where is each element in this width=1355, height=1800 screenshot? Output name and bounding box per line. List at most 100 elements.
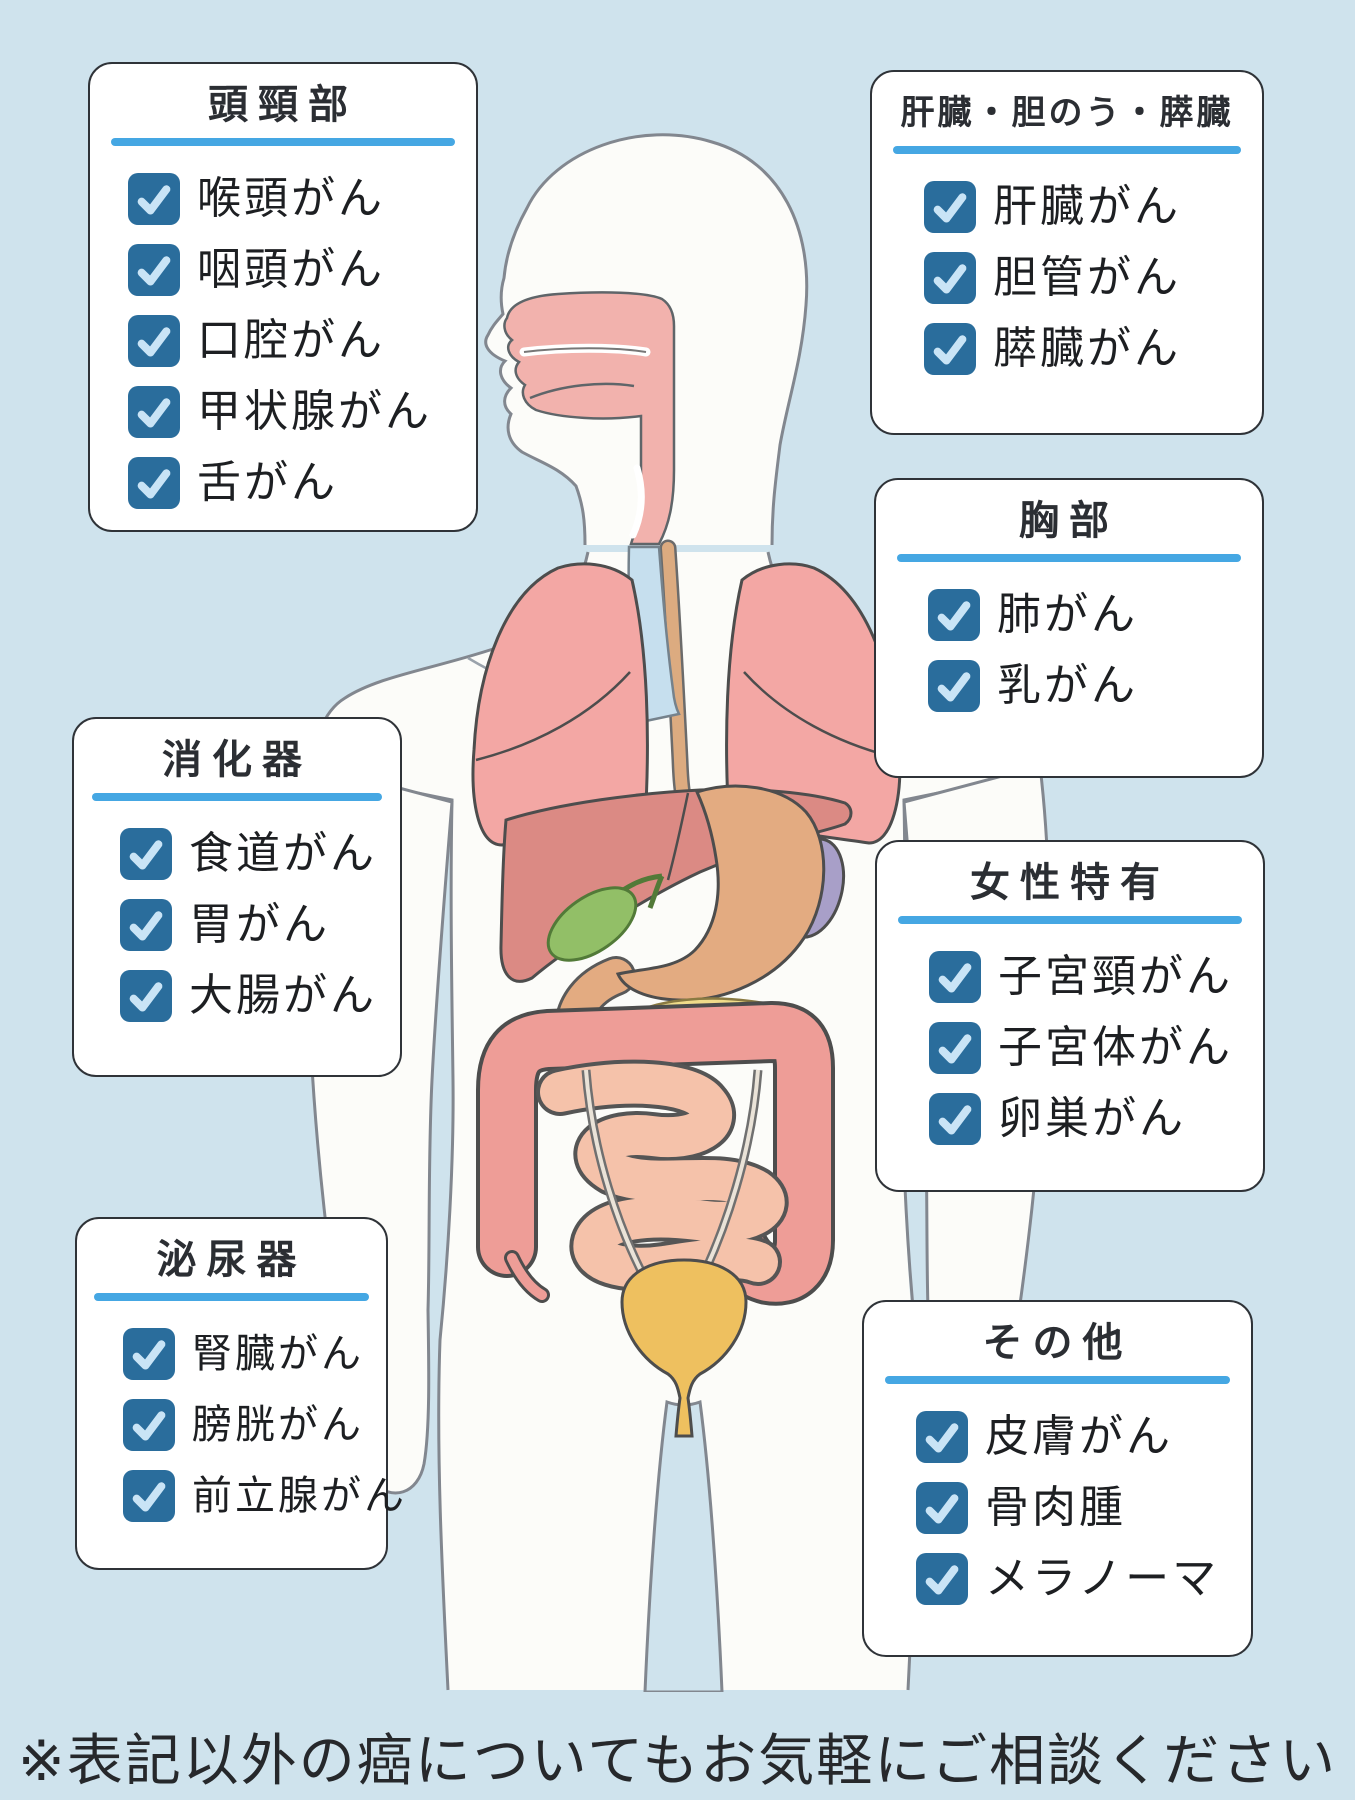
cancer-item-label: 大腸がん [189, 970, 377, 1021]
checkbox-checked-icon [128, 315, 180, 367]
cancer-item-label: 胃がん [189, 899, 330, 950]
category-panel-other: その他 皮膚がん 骨肉腫 メラノーマ [862, 1300, 1253, 1657]
title-underline [897, 554, 1241, 562]
cancer-item: 胆管がん [924, 252, 1262, 304]
cancer-item-label: 食道がん [189, 828, 377, 879]
cancer-item-label: 子宮頸がん [998, 951, 1233, 1002]
cancer-list: 食道がん 胃がん 大腸がん [74, 828, 400, 1022]
checkbox-checked-icon [916, 1553, 968, 1605]
cancer-item: 甲状腺がん [128, 386, 476, 438]
checkbox-checked-icon [120, 899, 172, 951]
cancer-list: 腎臓がん 膀胱がん 前立腺がん [77, 1328, 404, 1522]
cancer-item-label: 卵巣がん [998, 1093, 1186, 1144]
title-underline [111, 138, 455, 146]
checkbox-checked-icon [916, 1482, 968, 1534]
title-underline [893, 146, 1241, 154]
checkbox-checked-icon [924, 252, 976, 304]
footer-note: ※表記以外の癌についてもお気軽にご相談ください [17, 1729, 1338, 1794]
cancer-item-label: 子宮体がん [998, 1022, 1233, 1073]
title-underline [91, 793, 383, 801]
title-underline [898, 916, 1242, 924]
cancer-item: 乳がん [928, 660, 1262, 712]
checkbox-checked-icon [928, 660, 980, 712]
cancer-item: 膀胱がん [123, 1399, 386, 1451]
cancer-item: 口腔がん [128, 315, 476, 367]
cancer-item-label: 膵臓がん [993, 323, 1181, 374]
checkbox-checked-icon [123, 1399, 175, 1451]
small-intestine-shape [540, 1063, 785, 1288]
cancer-item-label: 骨肉腫 [985, 1482, 1126, 1533]
checkbox-checked-icon [128, 386, 180, 438]
checkbox-checked-icon [128, 457, 180, 509]
cancer-item: 肺がん [928, 589, 1262, 641]
lung-fissure-left [475, 671, 631, 762]
category-title: 胸部 [1019, 498, 1119, 544]
cancer-item-label: 肝臓がん [993, 181, 1181, 232]
checkbox-checked-icon [928, 589, 980, 641]
category-title: 女性特有 [970, 860, 1170, 906]
cancer-item-label: 前立腺がん [192, 1473, 407, 1519]
legs-gap-shape [643, 1399, 724, 1694]
category-panel-urinary: 泌尿器 腎臓がん 膀胱がん 前立腺がん [75, 1217, 404, 1570]
cancer-item: 子宮頸がん [929, 951, 1263, 1003]
cancer-list: 肺がん 乳がん [876, 589, 1262, 712]
cancer-item: 肝臓がん [924, 181, 1262, 233]
category-panel-liver-gallbladder-pancreas: 肝臓・胆のう・膵臓 肝臓がん 胆管がん 膵臓がん [870, 70, 1264, 435]
cancer-item-label: 喉頭がん [197, 173, 385, 224]
cancer-item: 胃がん [120, 899, 400, 951]
checkbox-checked-icon [929, 1022, 981, 1074]
cancer-item-label: 腎臓がん [192, 1331, 364, 1377]
category-panel-female: 女性特有 子宮頸がん 子宮体がん 卵巣がん [875, 840, 1265, 1192]
cancer-item-label: メラノーマ [985, 1553, 1220, 1604]
title-underline [94, 1293, 369, 1301]
category-title: 頭頸部 [208, 82, 358, 128]
checkbox-checked-icon [123, 1328, 175, 1380]
cancer-item-label: 舌がん [197, 457, 338, 508]
category-title: 肝臓・胆のう・膵臓 [900, 93, 1234, 133]
checkbox-checked-icon [123, 1470, 175, 1522]
cancer-item-label: 胆管がん [993, 252, 1181, 303]
cancer-item-label: 乳がん [997, 660, 1138, 711]
title-underline [885, 1376, 1230, 1384]
checkbox-checked-icon [128, 173, 180, 225]
category-panel-digestive: 消化器 食道がん 胃がん 大腸がん [72, 717, 402, 1077]
epiglottis-line [629, 464, 645, 539]
checkbox-checked-icon [929, 951, 981, 1003]
checkbox-checked-icon [929, 1093, 981, 1145]
cancer-item: 膵臓がん [924, 323, 1262, 375]
stomach-shape [615, 784, 826, 1002]
cancer-item: 喉頭がん [128, 173, 476, 225]
liver-lobe-line [666, 792, 690, 881]
cancer-list: 皮膚がん 骨肉腫 メラノーマ [864, 1411, 1251, 1605]
cancer-item: 咽頭がん [128, 244, 476, 296]
cancer-item-label: 肺がん [997, 589, 1138, 640]
palate-hairline [523, 347, 647, 353]
cancer-item: 大腸がん [120, 970, 400, 1022]
checkbox-checked-icon [924, 323, 976, 375]
category-title: 泌尿器 [156, 1237, 307, 1283]
checkbox-checked-icon [128, 244, 180, 296]
appendix-shape [507, 1253, 547, 1300]
cancer-item: 卵巣がん [929, 1093, 1263, 1145]
checkbox-checked-icon [924, 181, 976, 233]
cancer-item-label: 膀胱がん [192, 1402, 364, 1448]
cancer-item-label: 口腔がん [197, 315, 385, 366]
category-title: その他 [982, 1320, 1133, 1366]
gallbladder-shape [546, 886, 638, 962]
checkbox-checked-icon [916, 1411, 968, 1463]
bladder-shape [620, 1258, 748, 1438]
checkbox-checked-icon [120, 828, 172, 880]
category-panel-head-neck: 頭頸部 喉頭がん 咽頭がん 口腔がん 甲状腺がん 舌がん [88, 62, 478, 532]
cancer-item: 前立腺がん [123, 1470, 404, 1522]
cancer-item: メラノーマ [916, 1553, 1251, 1605]
tongue-line [529, 382, 635, 400]
cancer-item: 食道がん [120, 828, 400, 880]
cancer-item: 腎臓がん [123, 1328, 386, 1380]
body-outline-left [312, 551, 590, 1691]
cancer-list: 肝臓がん 胆管がん 膵臓がん [872, 181, 1262, 375]
cancer-item-label: 咽頭がん [197, 244, 385, 295]
category-title: 消化器 [162, 737, 312, 783]
head-profile-outline [484, 133, 809, 546]
